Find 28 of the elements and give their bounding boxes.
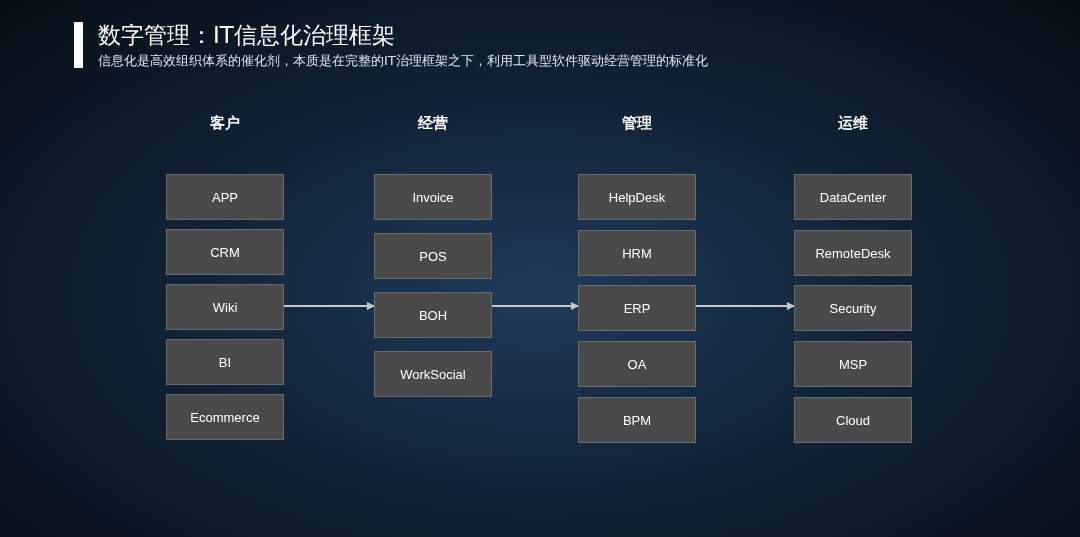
module-box: RemoteDesk	[794, 230, 912, 276]
module-box: POS	[374, 233, 492, 279]
column-heading: 运维	[837, 114, 869, 133]
arrow	[283, 302, 375, 310]
module-box: BI	[166, 339, 284, 385]
module-box: BPM	[578, 397, 696, 443]
module-box: WorkSocial	[374, 351, 492, 397]
module-box: DataCenter	[794, 174, 912, 220]
module-box: HelpDesk	[578, 174, 696, 220]
module-box: ERP	[578, 285, 696, 331]
module-box: MSP	[794, 341, 912, 387]
module-box: Cloud	[794, 397, 912, 443]
arrow	[491, 302, 579, 310]
module-box: APP	[166, 174, 284, 220]
column-heading: 客户	[209, 114, 241, 133]
module-box: Invoice	[374, 174, 492, 220]
module-box: OA	[578, 341, 696, 387]
title: 数字管理：IT信息化治理框架	[98, 21, 395, 50]
module-box: Security	[794, 285, 912, 331]
arrow	[695, 302, 795, 310]
module-box: BOH	[374, 292, 492, 338]
column-heading: 经营	[417, 114, 449, 133]
module-box: Wiki	[166, 284, 284, 330]
module-box: CRM	[166, 229, 284, 275]
module-box: HRM	[578, 230, 696, 276]
subtitle: 信息化是高效组织体系的催化剂，本质是在完整的IT治理框架之下，利用工具型软件驱动经营管理的标准化	[98, 52, 708, 70]
column-heading: 管理	[621, 114, 653, 133]
module-box: Ecommerce	[166, 394, 284, 440]
